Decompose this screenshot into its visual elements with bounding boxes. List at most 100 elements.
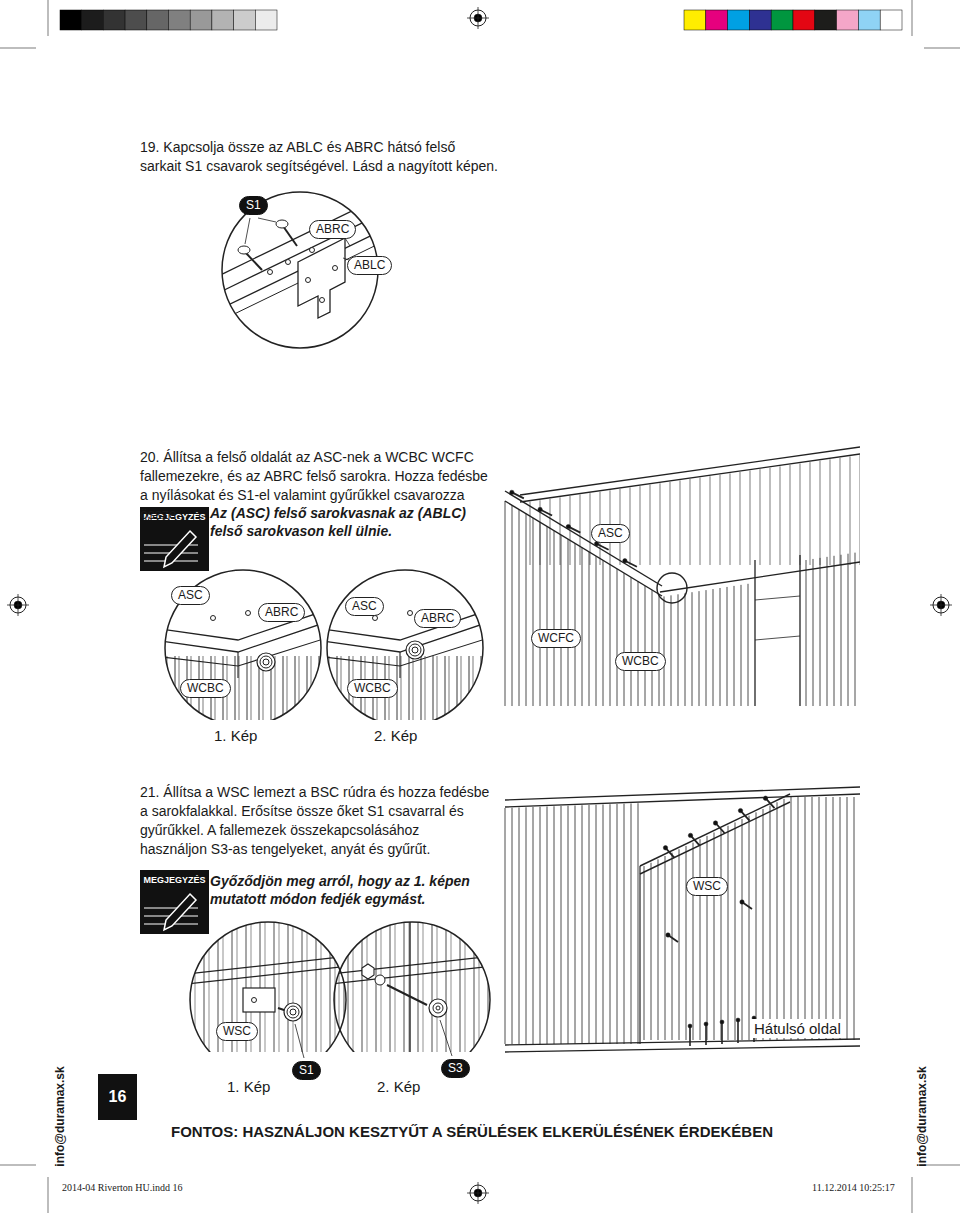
step-instruction: 21. Állítsa a WSC lemezt a BSC rúdra és … <box>140 783 490 859</box>
front-rail <box>660 562 860 592</box>
wsc-rail <box>640 802 790 874</box>
wall-panel-rib <box>505 501 506 706</box>
panel-detail <box>315 570 495 720</box>
wall-panel-rib <box>756 812 757 1040</box>
wall-panel-rib <box>561 806 562 1044</box>
part-code: ABRC <box>265 605 298 619</box>
back-panel-rib <box>720 475 721 565</box>
view-label: Hátulsó oldal <box>751 1019 844 1038</box>
back-panel-rib <box>680 480 681 565</box>
wall-panel-rib <box>631 577 632 706</box>
wall-panel-rib <box>526 807 527 1044</box>
screw-head <box>688 833 692 837</box>
wall-panel-rib <box>806 560 807 706</box>
bracket-plate <box>243 988 275 1012</box>
panel-rib <box>479 910 480 1052</box>
back-panel-rib <box>830 459 831 565</box>
panel-rib <box>302 910 303 1052</box>
wall-panel-rib <box>749 816 750 1040</box>
panel-rib <box>425 656 426 720</box>
bolt-hole <box>310 248 315 253</box>
panel-rib <box>321 910 322 1052</box>
gray-swatch <box>103 10 125 30</box>
panel-rib <box>348 910 349 1052</box>
back-panel-rib <box>790 465 791 565</box>
figure-caption: 2. Kép <box>377 1077 420 1096</box>
panel-rib <box>493 910 494 1052</box>
bolt-hole <box>306 278 311 283</box>
bolt-hole <box>320 298 325 303</box>
wall-panel-rib <box>671 595 672 706</box>
corner-bracket <box>298 238 345 318</box>
panel-rib <box>445 656 446 720</box>
screw-shank <box>245 252 262 270</box>
back-panel-rib <box>740 472 741 565</box>
bolt <box>412 647 418 653</box>
screw-head <box>763 796 767 800</box>
panel-detail <box>153 570 333 720</box>
panel-rib <box>260 910 261 1052</box>
washer <box>429 999 447 1017</box>
screw-head <box>666 933 670 937</box>
part-callout: ASC <box>591 524 630 543</box>
corner-detail <box>210 190 395 348</box>
registration-cross <box>18 594 19 616</box>
wall-panel-rib <box>582 805 583 1044</box>
wall-panel-rib <box>617 569 618 706</box>
back-panel-rib <box>690 479 691 565</box>
figure-caption: 2. Kép <box>374 726 417 745</box>
leader-line <box>245 218 250 244</box>
panel-detail <box>322 910 502 1052</box>
wall-panel-rib <box>721 829 722 1040</box>
part-callout: S1 <box>239 196 268 215</box>
leader-line <box>258 218 276 222</box>
panel-rib <box>421 656 422 720</box>
bolt-hole <box>408 611 413 616</box>
part-code: WCFC <box>538 631 574 645</box>
panel-rib <box>330 910 331 1052</box>
part-code: WCBC <box>187 681 224 695</box>
wall-panel-rib <box>596 805 597 1044</box>
part-callout: WCBC <box>180 679 231 698</box>
wall-panel-rib <box>533 518 534 706</box>
wall-panel-rib <box>791 797 792 1040</box>
panel-rib <box>323 656 324 720</box>
panel-rib <box>390 910 391 1052</box>
wall-panel-rib <box>727 587 728 706</box>
wall-panel-rib <box>547 526 548 706</box>
back-panel-rib <box>860 455 861 565</box>
floor-rail <box>505 1039 860 1045</box>
wall-panel-rib <box>644 866 645 1040</box>
panel-rib <box>437 656 438 720</box>
panel-rib <box>265 910 266 1052</box>
corner-iron <box>315 636 495 666</box>
screw <box>721 1022 723 1044</box>
crop-mark <box>0 48 36 49</box>
bolt-hole <box>252 998 257 1003</box>
wall-panel-rib <box>519 509 520 706</box>
corner-edge <box>639 866 640 1044</box>
back-rail <box>520 447 860 495</box>
corner-iron <box>315 608 495 640</box>
panel-rib <box>325 656 326 720</box>
registration-cross <box>478 1182 479 1204</box>
wall-panel-rib <box>841 555 842 706</box>
note-text: Győződjön meg arról, hogy az 1. képen mu… <box>210 872 490 908</box>
wall-panel-rib <box>547 806 548 1044</box>
wall-panel-rib <box>819 797 820 1040</box>
panel-rib <box>287 656 288 720</box>
corner-iron <box>237 652 238 678</box>
panel-rib <box>451 910 452 1052</box>
wall-panel-rib <box>706 590 707 706</box>
wall-panel-rib <box>651 863 652 1040</box>
leader-line <box>440 1020 452 1056</box>
corner-iron <box>153 608 333 640</box>
washer <box>409 644 421 656</box>
panel-rib <box>432 910 433 1052</box>
side-rail <box>505 491 662 586</box>
panel-rib <box>395 910 396 1052</box>
color-bar <box>684 10 902 30</box>
contact-email: info@duramax.sk <box>51 1066 70 1166</box>
wall-panel-rib <box>699 591 700 706</box>
